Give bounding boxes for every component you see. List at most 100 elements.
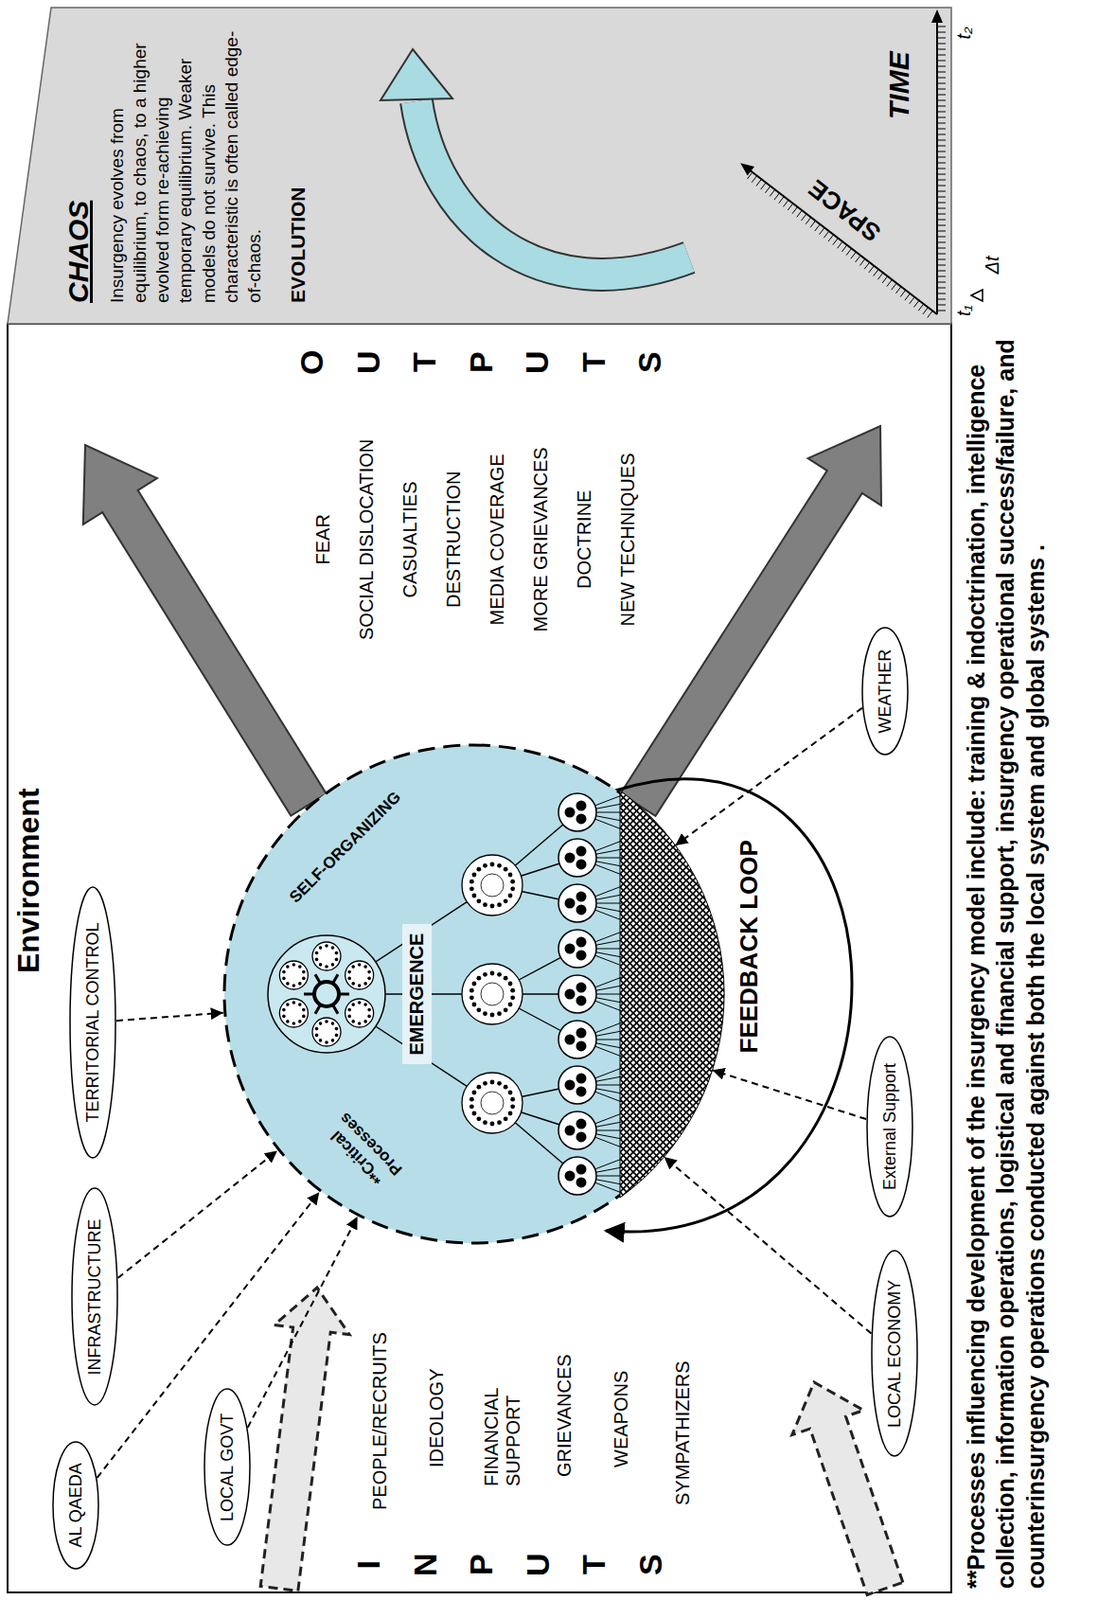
cluster-dot: [482, 1010, 488, 1016]
space-tick: [751, 176, 757, 183]
cluster-dot: [347, 1014, 352, 1019]
top-spoke: [338, 992, 350, 996]
space-tick: [819, 228, 825, 235]
input-item: FINANCIAL SUPPORT: [480, 1358, 525, 1487]
cell-member: [565, 898, 576, 909]
oval-label: INFRASTRUCTURE: [85, 1219, 106, 1376]
time-tick: [937, 293, 946, 295]
cluster-dot: [285, 981, 290, 986]
oval-label: AL QAEDA: [66, 1462, 87, 1547]
cluster-dot: [318, 962, 323, 967]
space-tick: [900, 289, 905, 297]
cluster-circle: [312, 1017, 341, 1046]
cluster-dot: [301, 970, 306, 975]
cluster-dot: [476, 1084, 481, 1090]
output-item: MEDIA COVERAGE: [486, 453, 509, 625]
space-tick: [882, 276, 887, 284]
space-tick: [918, 303, 923, 311]
oval-label: LOCAL ECONOMY: [885, 1279, 905, 1428]
cluster-dot: [472, 1090, 478, 1096]
cluster-dot: [490, 903, 496, 909]
cluster-dot: [347, 976, 352, 981]
time-tick: [937, 32, 946, 34]
cluster-dot: [510, 988, 515, 993]
cell-member: [576, 1131, 587, 1142]
top-spoke: [315, 974, 321, 984]
cluster-dot: [503, 975, 509, 981]
space-tick: [805, 217, 811, 225]
time-tick: [937, 185, 946, 187]
cluster-dot: [357, 1000, 362, 1005]
time-tick: [937, 151, 946, 153]
cell-member: [576, 1085, 587, 1097]
space-tick: [837, 241, 843, 248]
oval-label: TERRITORIAL CONTROL: [83, 921, 104, 1122]
cluster-dot: [476, 1116, 481, 1121]
time-tick: [937, 208, 946, 210]
cluster-dot: [496, 1119, 502, 1125]
cluster-dot: [469, 1097, 475, 1102]
small-cell: [558, 884, 597, 922]
time-tick: [937, 49, 946, 51]
dashed-arrow: [248, 1216, 358, 1428]
cluster-dot: [335, 957, 339, 962]
cell-member: [565, 1080, 576, 1091]
space-tick: [891, 283, 897, 290]
time-tick: [937, 179, 946, 181]
cluster-dot: [490, 862, 496, 868]
cluster-dot: [351, 981, 355, 986]
space-tick: [886, 279, 892, 286]
cluster-dot: [510, 994, 515, 1000]
insurgency-system-circle: **Critical ProcessesSELF-ORGANIZINGEMERG…: [222, 743, 725, 1245]
space-tick: [782, 199, 788, 207]
time-tick: [937, 219, 946, 221]
evolution-arrow: [416, 101, 690, 275]
cluster-dot: [472, 893, 478, 899]
time-tick: [937, 191, 946, 193]
time-tick: [937, 253, 946, 255]
cell-member: [576, 846, 587, 857]
cluster-dot: [298, 964, 302, 969]
cluster-dot: [472, 981, 478, 987]
time-tick: [937, 282, 946, 284]
time-tick: [937, 66, 946, 68]
space-tick: [792, 207, 798, 214]
time-tick: [937, 304, 946, 306]
time-axis-head: [931, 9, 943, 23]
time-tick: [937, 242, 946, 244]
cluster-dot: [285, 1019, 290, 1024]
oval-label: LOCAL GOVT: [217, 1413, 238, 1522]
factor-oval: External Support: [866, 1035, 914, 1218]
time-tick: [937, 83, 946, 85]
cluster-dot: [363, 981, 368, 986]
small-cell: [558, 1111, 597, 1150]
space-tick: [774, 193, 780, 200]
footnote-caption: **Processes influencing development of t…: [961, 333, 1051, 1589]
cluster-dot: [315, 957, 319, 962]
cluster-dot: [496, 972, 502, 977]
time-tick: [937, 202, 946, 204]
cluster-dot: [298, 981, 302, 986]
cluster-dot: [347, 970, 352, 975]
cluster-dot: [496, 902, 502, 907]
time-tick: [937, 77, 946, 79]
cell-member: [576, 994, 587, 1006]
cluster-dot: [490, 1080, 496, 1085]
cluster-dot: [508, 981, 514, 987]
small-cell: [558, 838, 597, 877]
cluster-dot: [367, 1014, 372, 1019]
time-tick: [937, 106, 946, 107]
cluster-dot: [335, 1033, 339, 1038]
factor-oval: LOCAL GOVT: [203, 1388, 251, 1547]
output-item: CASUALTIES: [399, 481, 422, 599]
time-tick: [937, 174, 946, 176]
cluster-dot: [357, 983, 362, 988]
oval-label: WEATHER: [875, 649, 896, 734]
cluster-dot: [476, 867, 481, 872]
space-tick: [810, 220, 815, 228]
input-item: IDEOLOGY: [425, 1368, 448, 1468]
cluster-dot: [367, 976, 372, 981]
small-cell: [558, 1020, 597, 1059]
space-axis-head: [740, 162, 755, 176]
cluster-dot: [331, 945, 336, 950]
